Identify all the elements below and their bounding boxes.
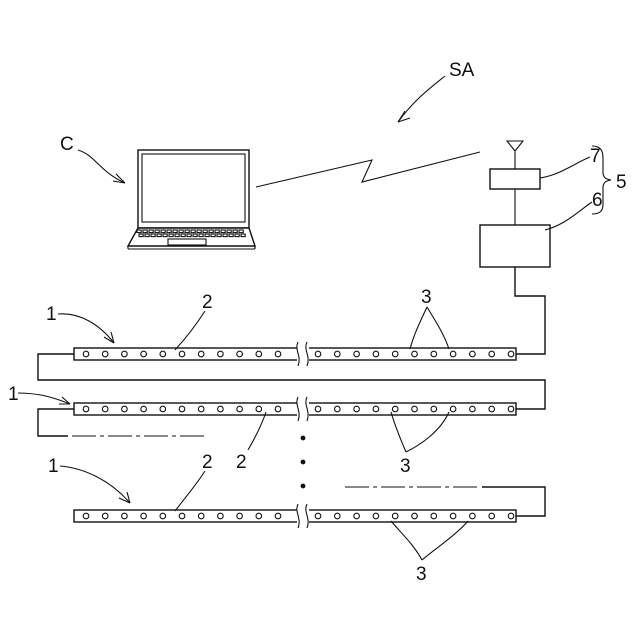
- led-light: [489, 406, 495, 412]
- label-5: 5: [616, 172, 627, 193]
- led-light: [392, 513, 398, 519]
- led-light: [218, 351, 224, 357]
- led-light: [450, 513, 456, 519]
- led-light: [335, 406, 341, 412]
- led-light: [431, 351, 437, 357]
- led-light: [450, 351, 456, 357]
- led-light: [141, 513, 147, 519]
- led-light: [198, 351, 204, 357]
- label-7: 7: [590, 146, 601, 167]
- led-light: [354, 406, 360, 412]
- led-light: [83, 513, 89, 519]
- led-light: [218, 513, 224, 519]
- led-light: [83, 406, 89, 412]
- led-light: [508, 513, 514, 519]
- led-light: [489, 351, 495, 357]
- led-strip-n: [74, 504, 516, 528]
- led-light: [237, 513, 243, 519]
- label-led-3c: 3: [416, 564, 427, 585]
- led-light: [275, 406, 281, 412]
- led-light: [198, 513, 204, 519]
- led-light: [179, 351, 185, 357]
- led-light: [141, 351, 147, 357]
- led-light: [122, 351, 128, 357]
- led-light: [160, 406, 166, 412]
- led-light: [335, 513, 341, 519]
- led-light: [335, 351, 341, 357]
- led-light: [256, 513, 262, 519]
- cable-controller: [515, 267, 545, 354]
- sa-arrow: [398, 76, 445, 122]
- led-light: [508, 406, 514, 412]
- led-light: [315, 406, 321, 412]
- led-light: [450, 406, 456, 412]
- leader-6: [545, 202, 592, 230]
- led-strip-1: [74, 342, 516, 366]
- led-light: [256, 406, 262, 412]
- led-light: [470, 406, 476, 412]
- led-light: [373, 351, 379, 357]
- led-light: [256, 351, 262, 357]
- label-c: C: [60, 134, 74, 155]
- led-light: [373, 513, 379, 519]
- led-light: [470, 513, 476, 519]
- led-light: [198, 406, 204, 412]
- antenna-icon: [507, 141, 523, 169]
- led-light: [141, 406, 147, 412]
- led-light: [392, 406, 398, 412]
- label-led-3b: 3: [400, 456, 411, 477]
- label-strip-1b: 1: [8, 384, 19, 405]
- c-arrow: [78, 150, 125, 183]
- led-light: [470, 351, 476, 357]
- label-sa: SA: [449, 60, 475, 81]
- led-light: [412, 513, 418, 519]
- led-light: [508, 351, 514, 357]
- led-light: [275, 351, 281, 357]
- led-light: [237, 351, 243, 357]
- led-light: [315, 513, 321, 519]
- led-light: [160, 513, 166, 519]
- transmitter-box: [490, 169, 540, 189]
- ellipsis-dots: [301, 436, 306, 489]
- led-light: [237, 406, 243, 412]
- led-light: [354, 351, 360, 357]
- led-light: [179, 513, 185, 519]
- label-led-strip-2: 2: [202, 292, 213, 313]
- laptop-computer: [128, 150, 255, 249]
- led-strip-2: [74, 397, 516, 421]
- led-light: [122, 513, 128, 519]
- controller-box: [480, 225, 550, 267]
- label-led-3: 3: [421, 287, 432, 308]
- led-light: [373, 406, 379, 412]
- led-light: [392, 351, 398, 357]
- led-light: [315, 351, 321, 357]
- led-light: [122, 406, 128, 412]
- led-light: [102, 406, 108, 412]
- cable-1-2: [38, 354, 545, 409]
- led-light: [83, 351, 89, 357]
- led-light: [160, 351, 166, 357]
- led-light: [218, 406, 224, 412]
- cable-2-next: [38, 409, 74, 436]
- wireless-link: [256, 152, 480, 187]
- led-light: [179, 406, 185, 412]
- led-light: [431, 406, 437, 412]
- label-led-strip-2b: 2: [236, 452, 247, 473]
- led-light: [489, 513, 495, 519]
- label-6: 6: [592, 190, 603, 211]
- label-strip-1c: 1: [48, 456, 59, 477]
- led-light: [412, 406, 418, 412]
- led-light: [102, 513, 108, 519]
- led-light: [102, 351, 108, 357]
- led-light: [412, 351, 418, 357]
- label-led-strip-2c: 2: [202, 452, 213, 473]
- led-light: [431, 513, 437, 519]
- led-light: [354, 513, 360, 519]
- label-strip-1: 1: [46, 304, 57, 325]
- led-light: [275, 513, 281, 519]
- leader-7: [540, 157, 590, 178]
